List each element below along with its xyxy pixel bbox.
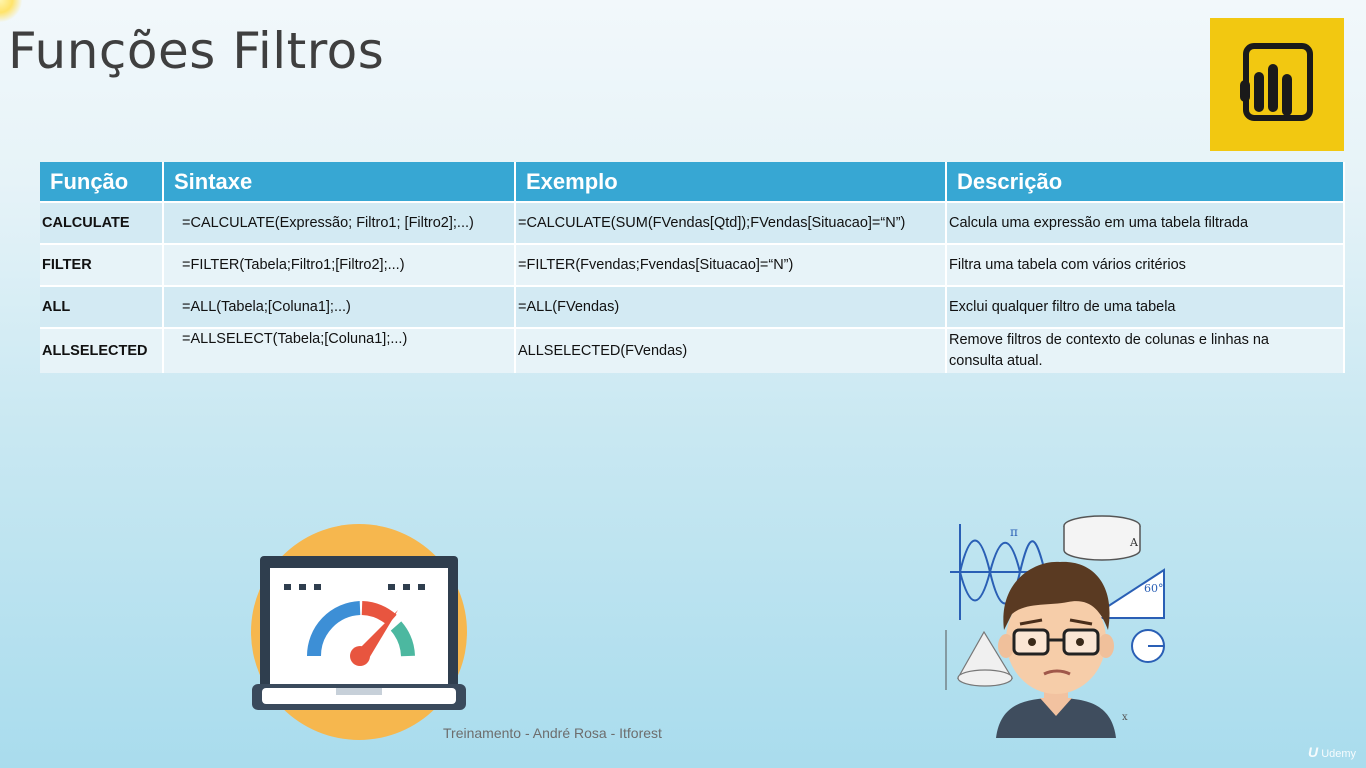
udemy-logo-icon: U — [1308, 744, 1319, 760]
cartoon-avatar-with-math-symbols: π A 60° x — [945, 515, 1165, 738]
column-header-sintaxe: Sintaxe — [163, 162, 516, 202]
cell-exemplo: ALLSELECTED(FVendas) — [515, 327, 947, 373]
table-row: FILTER =FILTER(Tabela;Filtro1;[Filtro2];… — [40, 243, 1345, 286]
cell-funcao: FILTER — [40, 243, 164, 286]
cell-descricao: Remove filtros de contexto de colunas e … — [946, 327, 1345, 373]
corner-glow — [0, 0, 22, 22]
cell-sintaxe: =FILTER(Tabela;Filtro1;[Filtro2];...) — [163, 243, 516, 286]
power-bi-icon — [1240, 43, 1313, 121]
cell-funcao: ALLSELECTED — [40, 327, 164, 373]
table-header-row: Função Sintaxe Exemplo Descrição — [40, 162, 1345, 202]
cell-sintaxe: =ALLSELECT(Tabela;[Coluna1];...) — [163, 327, 516, 373]
pi-symbol-text: π — [1010, 525, 1018, 539]
laptop-dashboard-gauge-icon — [251, 524, 467, 740]
cell-exemplo: =ALL(FVendas) — [515, 285, 947, 328]
power-bi-logo — [1210, 18, 1344, 151]
functions-table: Função Sintaxe Exemplo Descrição CALCULA… — [40, 162, 1345, 373]
cell-exemplo: =FILTER(Fvendas;Fvendas[Situacao]=“N”) — [515, 243, 947, 286]
cell-sintaxe: =CALCULATE(Expressão; Filtro1; [Filtro2]… — [163, 201, 516, 244]
slide-title: Funções Filtros — [8, 22, 385, 80]
cell-descricao: Exclui qualquer filtro de uma tabela — [946, 285, 1345, 328]
column-header-descricao: Descrição — [946, 162, 1345, 202]
column-header-funcao: Função — [40, 162, 164, 202]
cell-funcao: ALL — [40, 285, 164, 328]
cell-funcao: CALCULATE — [40, 201, 164, 244]
table-row: CALCULATE =CALCULATE(Expressão; Filtro1;… — [40, 201, 1345, 244]
table-row: ALLSELECTED =ALLSELECT(Tabela;[Coluna1];… — [40, 327, 1345, 373]
cell-sintaxe: =ALL(Tabela;[Coluna1];...) — [163, 285, 516, 328]
angle-symbol-text: 60° — [1144, 582, 1164, 595]
column-header-exemplo: Exemplo — [515, 162, 947, 202]
cell-descricao: Calcula uma expressão em uma tabela filt… — [946, 201, 1345, 244]
descricao-line-1: Remove filtros de contexto de colunas e … — [949, 332, 1269, 348]
area-symbol-text: A — [1129, 536, 1139, 549]
footer-credit: Treinamento - André Rosa - Itforest — [443, 725, 662, 741]
udemy-watermark-label: Udemy — [1321, 748, 1357, 760]
table-row: ALL =ALL(Tabela;[Coluna1];...) =ALL(FVen… — [40, 285, 1345, 328]
udemy-watermark: U Udemy — [1308, 744, 1356, 760]
cell-exemplo: =CALCULATE(SUM(FVendas[Qtd]);FVendas[Sit… — [515, 201, 947, 244]
descricao-line-2: consulta atual. — [949, 353, 1043, 369]
cell-descricao: Filtra uma tabela com vários critérios — [946, 243, 1345, 286]
x-symbol-text: x — [1122, 712, 1128, 723]
